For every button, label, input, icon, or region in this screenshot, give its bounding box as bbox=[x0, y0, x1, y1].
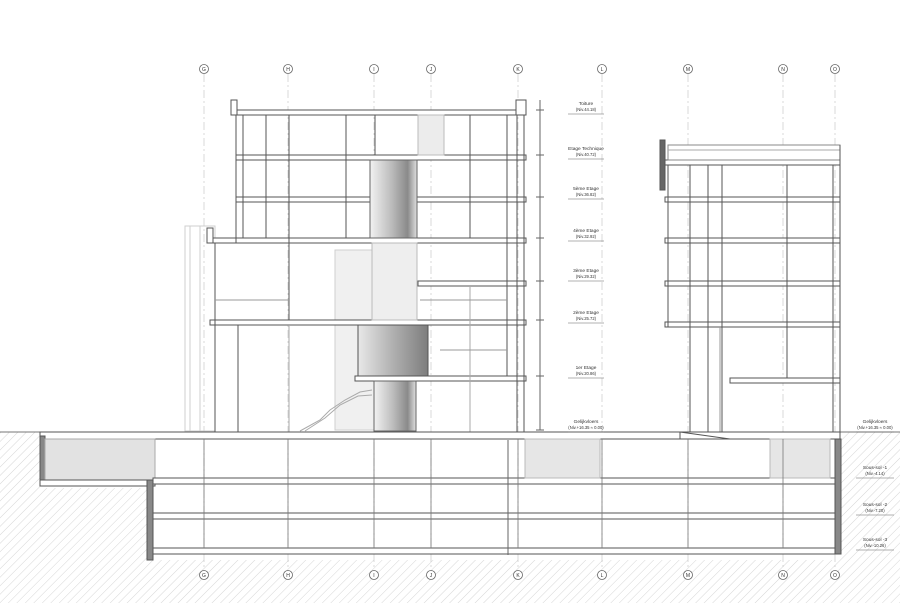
basement-level-labels: Gelijkvloers(Niv.+16.35 ≈ 0.00) Sous-sol … bbox=[856, 419, 894, 551]
level-value: (Niv.32.92) bbox=[576, 234, 597, 239]
axis-bubble bbox=[513, 64, 523, 74]
axis-label: L bbox=[601, 573, 604, 579]
axis-label: G bbox=[202, 573, 206, 579]
basement-level-value: (Niv.+16.35 ≈ 0.00) bbox=[857, 425, 893, 430]
grid-axis-bottom: G H I J K L M N O bbox=[199, 570, 840, 580]
axis-label: M bbox=[686, 573, 690, 579]
basement-level-name: Sous-sol -2 bbox=[863, 502, 888, 508]
basement-level-value: (Niv.-7.20) bbox=[865, 508, 885, 513]
level-name: 2ème Etage bbox=[573, 310, 599, 316]
basement-level-name: Sous-sol -1 bbox=[863, 465, 888, 471]
axis-label: I bbox=[373, 573, 374, 579]
axis-label: N bbox=[781, 67, 785, 73]
axis-bubble bbox=[199, 570, 209, 580]
dimension-chain bbox=[507, 100, 544, 555]
axis-label: K bbox=[516, 67, 520, 73]
axis-bubble bbox=[830, 570, 840, 580]
basement bbox=[39, 435, 842, 561]
axis-bubble bbox=[369, 570, 379, 580]
basement-level-name: Gelijkvloers bbox=[863, 419, 888, 425]
level-value: (Niv.40.72) bbox=[576, 152, 597, 157]
axis-label: I bbox=[373, 67, 374, 73]
level-name: 4ème Etage bbox=[573, 228, 599, 234]
axis-bubble bbox=[199, 64, 209, 74]
axis-bubble bbox=[369, 64, 379, 74]
axis-label: G bbox=[202, 67, 206, 73]
ground-slab bbox=[39, 431, 841, 440]
axis-bubble bbox=[683, 64, 693, 74]
axis-label: O bbox=[833, 573, 837, 579]
axis-label: N bbox=[781, 573, 785, 579]
axis-label: J bbox=[430, 573, 433, 579]
axis-bubble bbox=[426, 64, 436, 74]
level-name: 5ème Etage bbox=[573, 186, 599, 192]
axis-bubble bbox=[597, 64, 607, 74]
axis-bubble bbox=[778, 64, 788, 74]
level-value: (Niv.20.86) bbox=[576, 371, 597, 376]
axis-bubble bbox=[597, 570, 607, 580]
axis-label: J bbox=[430, 67, 433, 73]
axis-label: H bbox=[286, 67, 290, 73]
level-name: Toiture bbox=[579, 101, 594, 107]
level-name: Gelijkvloers bbox=[574, 419, 599, 425]
basement-level-value: (Niv.-10.26) bbox=[864, 543, 886, 548]
level-labels: Toiture(Niv.44.18) Etage Technique(Niv.40… bbox=[568, 101, 604, 433]
level-value: (Niv.36.82) bbox=[576, 192, 597, 197]
core-cylinder bbox=[357, 159, 429, 432]
axis-bubble bbox=[683, 570, 693, 580]
axis-bubble bbox=[283, 64, 293, 74]
level-name: 3ème Etage bbox=[573, 268, 599, 274]
axis-label: L bbox=[601, 67, 604, 73]
axis-label: O bbox=[833, 67, 837, 73]
level-value: (Niv.25.72) bbox=[576, 316, 597, 321]
level-name: Etage Technique bbox=[568, 146, 604, 152]
axis-bubble bbox=[830, 64, 840, 74]
basement-level-value: (Niv.-4.14) bbox=[865, 471, 885, 476]
basement-level-name: Sous-sol -3 bbox=[863, 537, 888, 543]
axis-bubble bbox=[283, 570, 293, 580]
level-value: (Niv.29.32) bbox=[576, 274, 597, 279]
axis-label: H bbox=[286, 573, 290, 579]
right-building bbox=[659, 139, 841, 432]
level-value: (Niv.+16.35 ≈ 0.00) bbox=[568, 425, 604, 430]
grid-axis-top: G H I J K L M N O bbox=[199, 64, 840, 74]
axis-bubble bbox=[778, 570, 788, 580]
level-name: 1er Etage bbox=[576, 365, 597, 371]
axis-label: K bbox=[516, 573, 520, 579]
level-value: (Niv.44.18) bbox=[576, 107, 597, 112]
axis-bubble bbox=[426, 570, 436, 580]
axis-bubble bbox=[513, 570, 523, 580]
axis-label: M bbox=[686, 67, 690, 73]
staircase bbox=[299, 389, 373, 432]
